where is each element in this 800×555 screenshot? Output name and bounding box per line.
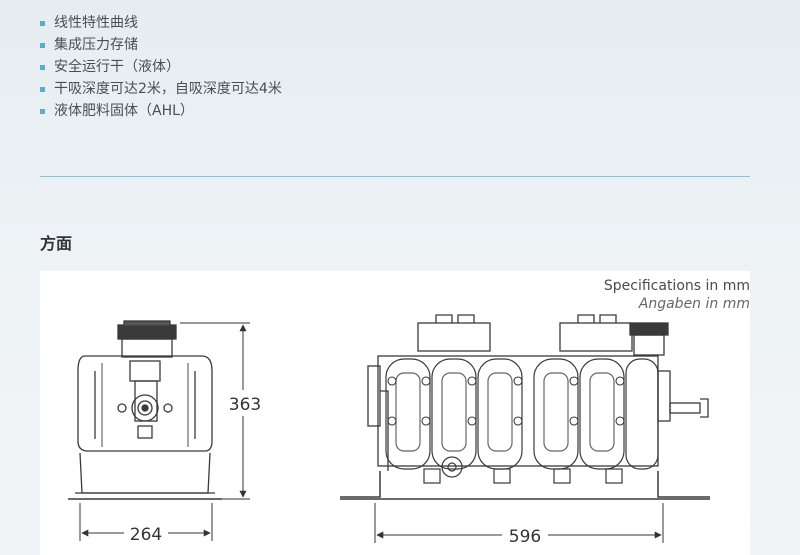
spec-label-de: Angaben in mm xyxy=(638,296,750,312)
section-divider xyxy=(40,176,750,177)
bullet-icon xyxy=(40,65,45,70)
pump-bolts xyxy=(387,376,625,426)
bullet-icon xyxy=(40,43,45,48)
feature-list: 线性特性曲线 集成压力存储 安全运行干（液体） 干吸深度可达2米，自吸深度可达4… xyxy=(40,12,282,122)
feature-item: 线性特性曲线 xyxy=(40,12,282,34)
pump-chambers xyxy=(385,358,659,470)
feature-item: 液体肥料固体（AHL） xyxy=(40,100,282,122)
pump-side-view xyxy=(68,320,222,500)
dimension-drawing: Specifications in mm Angaben in mm xyxy=(40,271,750,555)
feature-item: 安全运行干（液体） xyxy=(40,56,282,78)
dim-height-label: 363 xyxy=(229,395,261,415)
dim-width-side-label: 264 xyxy=(130,525,162,545)
bullet-icon xyxy=(40,87,45,92)
bullet-icon xyxy=(40,21,45,26)
dim-width-front-label: 596 xyxy=(509,527,541,547)
bullet-icon xyxy=(40,109,45,114)
pump-drawing-svg: 363 264 xyxy=(68,314,710,547)
feature-item: 干吸深度可达2米，自吸深度可达4米 xyxy=(40,78,282,100)
spec-label-en: Specifications in mm xyxy=(603,278,750,294)
pump-fittings xyxy=(423,456,623,484)
dim-label-bg xyxy=(223,390,267,416)
dim-label-bg xyxy=(502,523,548,547)
dim-label-bg xyxy=(124,521,168,545)
pump-front-base xyxy=(340,471,710,500)
pump-front-view xyxy=(367,314,709,471)
section-heading: 方面 xyxy=(40,234,73,253)
feature-item: 集成压力存储 xyxy=(40,34,282,56)
